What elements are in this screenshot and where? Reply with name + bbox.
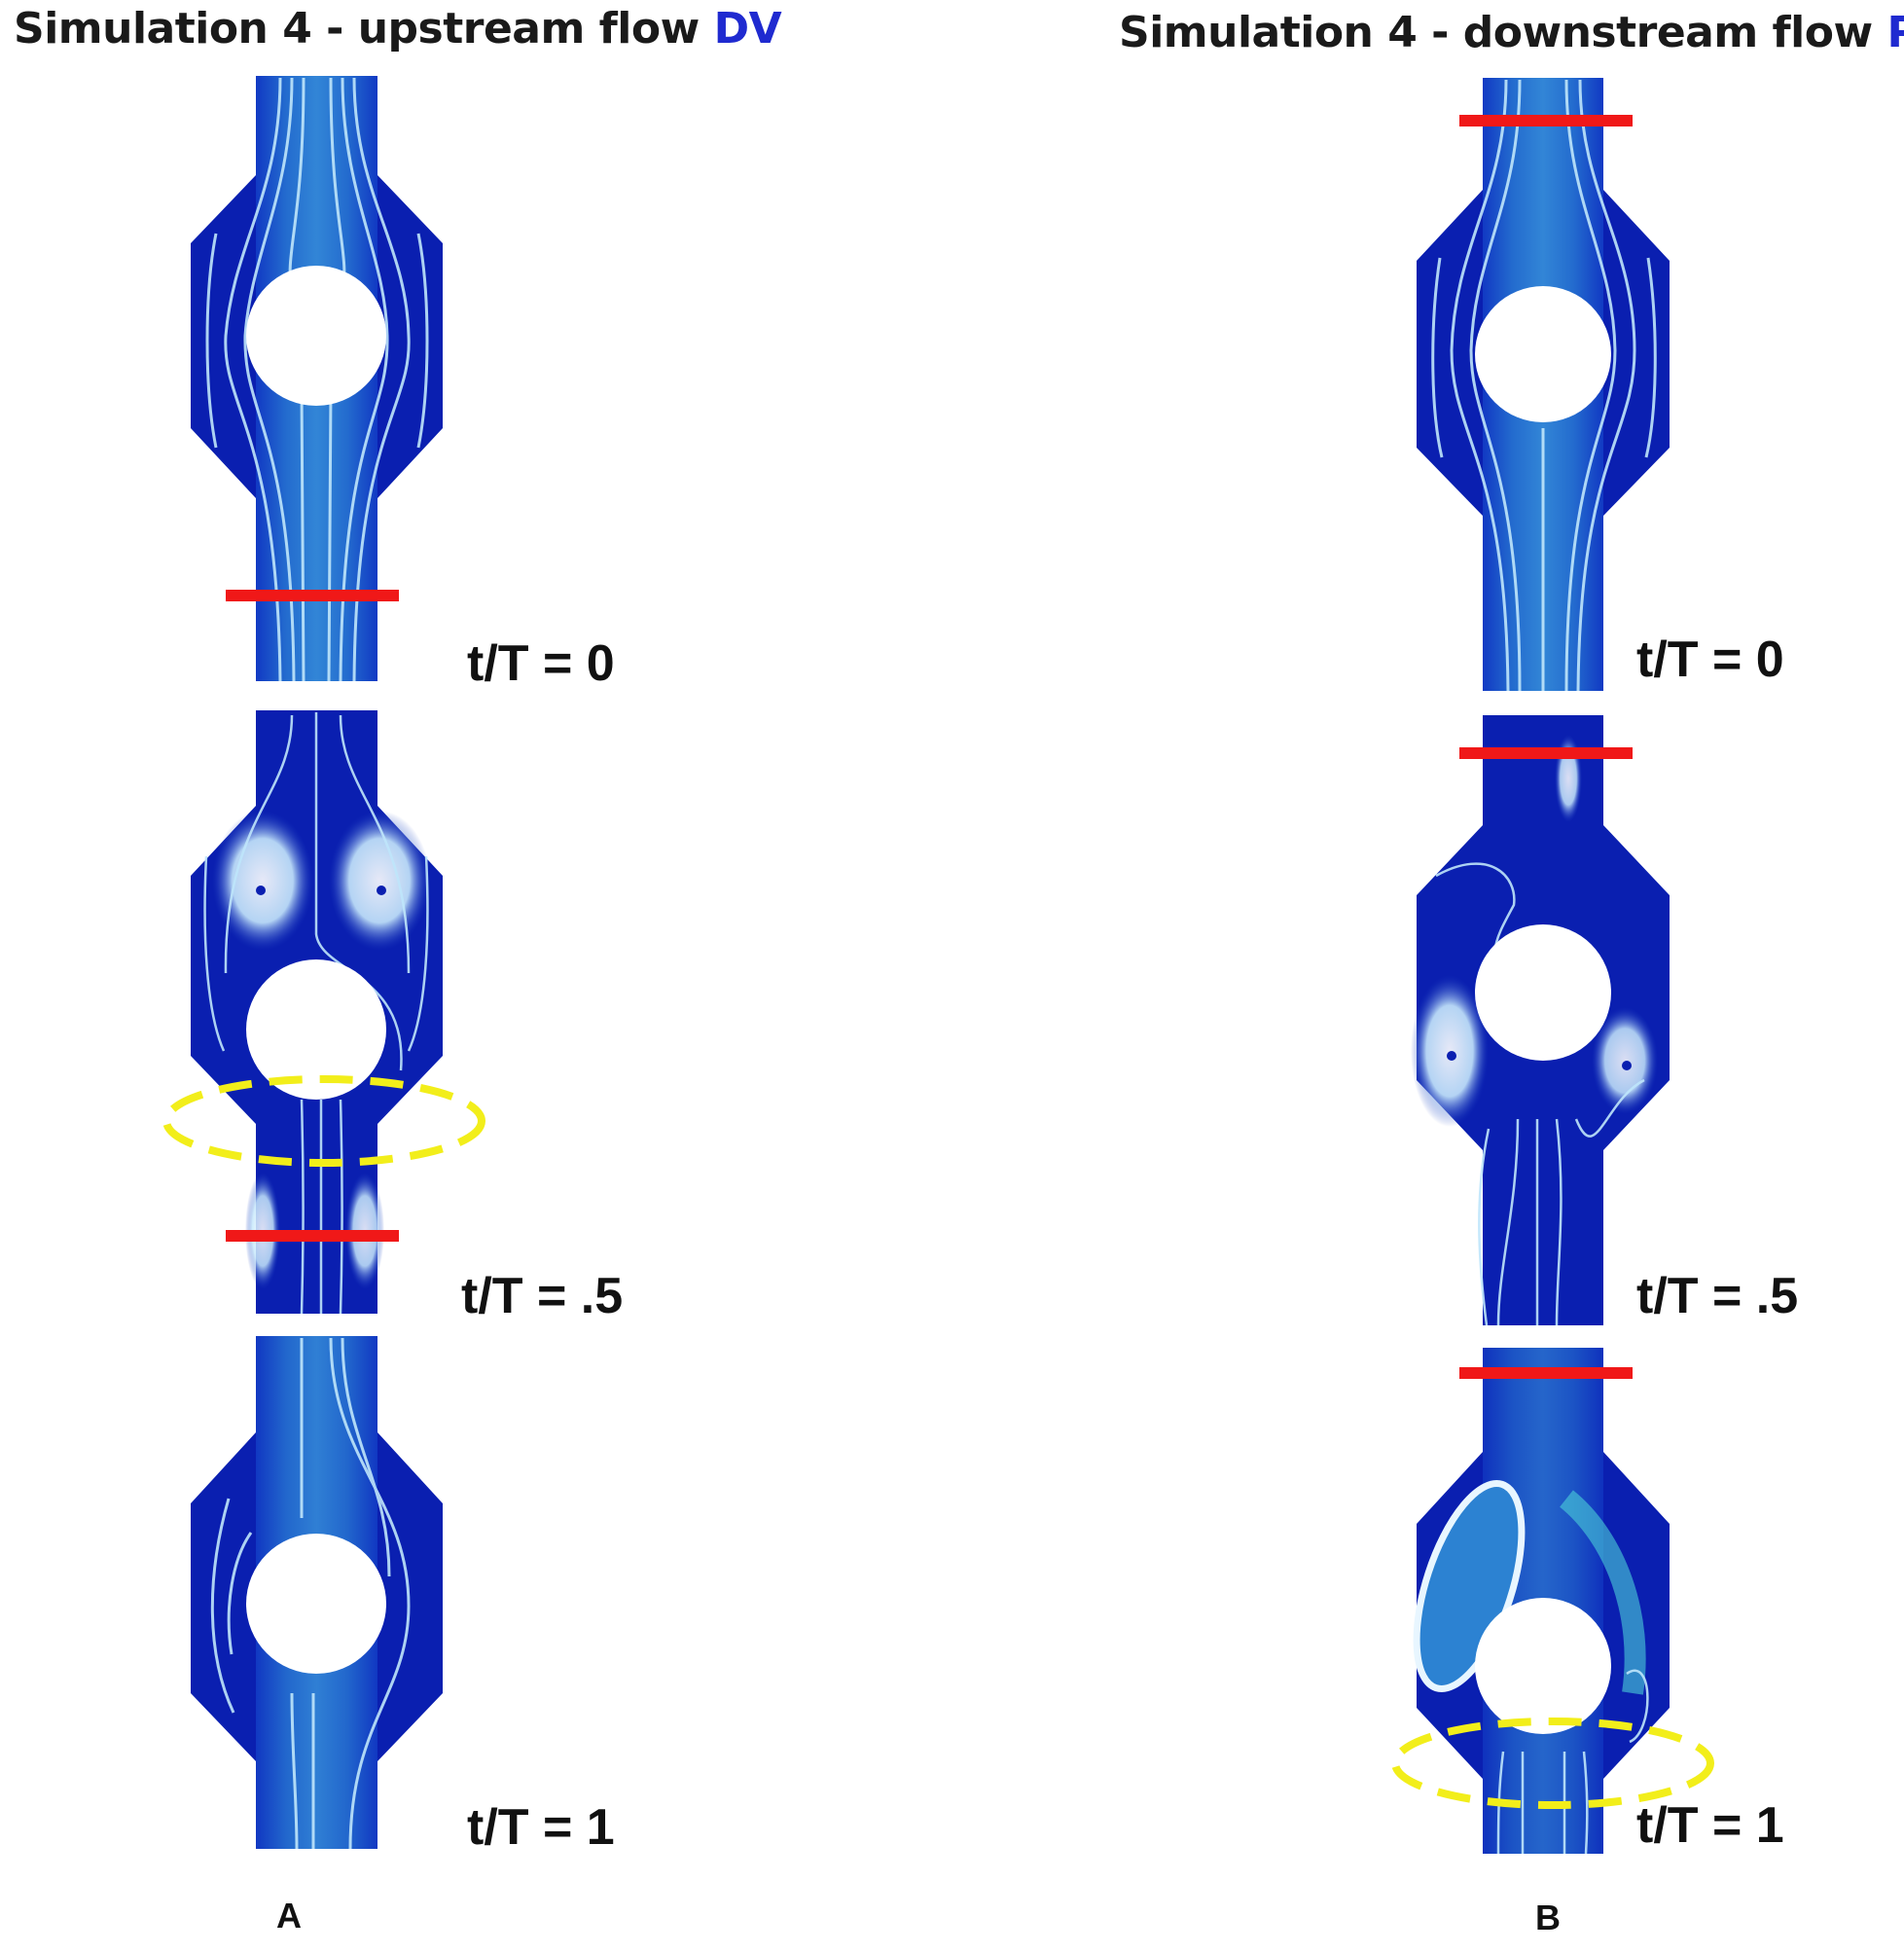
red-marker-line <box>226 1230 399 1242</box>
panel-a-title: Simulation 4 - upstream flow DV <box>14 4 782 54</box>
obstacle-circle <box>246 1534 386 1674</box>
panel-a-title-accent: DV <box>713 4 782 54</box>
obstacle-circle <box>1475 286 1611 422</box>
panel-b-time-label-2: t/T = .5 <box>1636 1268 1799 1324</box>
panel-b-title: Simulation 4 - downstream flow PV <box>1119 8 1904 57</box>
panel-b-letter: B <box>1535 1898 1561 1937</box>
red-marker-line <box>1459 747 1633 759</box>
panel-b-title-text: Simulation 4 - downstream flow <box>1119 8 1887 57</box>
obstacle-circle <box>1475 1598 1611 1734</box>
highlight-ellipse <box>162 1075 485 1167</box>
streamlines <box>210 1337 411 1850</box>
panel-a-time-label-1: t/T = 0 <box>467 635 615 692</box>
panel-a-time-label-2: t/T = .5 <box>461 1268 624 1324</box>
panel-b-frame-2 <box>1411 715 1670 1326</box>
obstacle-circle <box>1475 924 1611 1061</box>
red-marker-line <box>1459 115 1633 127</box>
panel-a-letter: A <box>276 1896 302 1935</box>
red-marker-line <box>1459 1367 1633 1379</box>
panel-b-frame-1 <box>1417 78 1670 692</box>
red-marker-line <box>226 590 399 601</box>
panel-b-frame-3 <box>1391 1348 1714 1855</box>
streamlines <box>203 712 429 1315</box>
highlight-ellipse <box>1391 1718 1714 1809</box>
panel-a-frame-1 <box>191 76 443 682</box>
panel-a-time-label-3: t/T = 1 <box>467 1799 615 1856</box>
panel-b-time-label-3: t/T = 1 <box>1636 1797 1784 1854</box>
panel-a-frame-2 <box>162 710 485 1315</box>
obstacle-circle <box>246 266 386 406</box>
obstacle-circle <box>246 959 386 1100</box>
panel-b-time-label-1: t/T = 0 <box>1636 632 1784 688</box>
panel-b-title-accent: PV <box>1886 8 1904 57</box>
panel-a-frame-3 <box>191 1336 443 1850</box>
streamlines <box>1431 79 1657 692</box>
vortex-loop <box>1413 1480 1526 1692</box>
panel-a-title-text: Simulation 4 - upstream flow <box>14 4 714 54</box>
streamlines <box>1435 862 1645 1326</box>
